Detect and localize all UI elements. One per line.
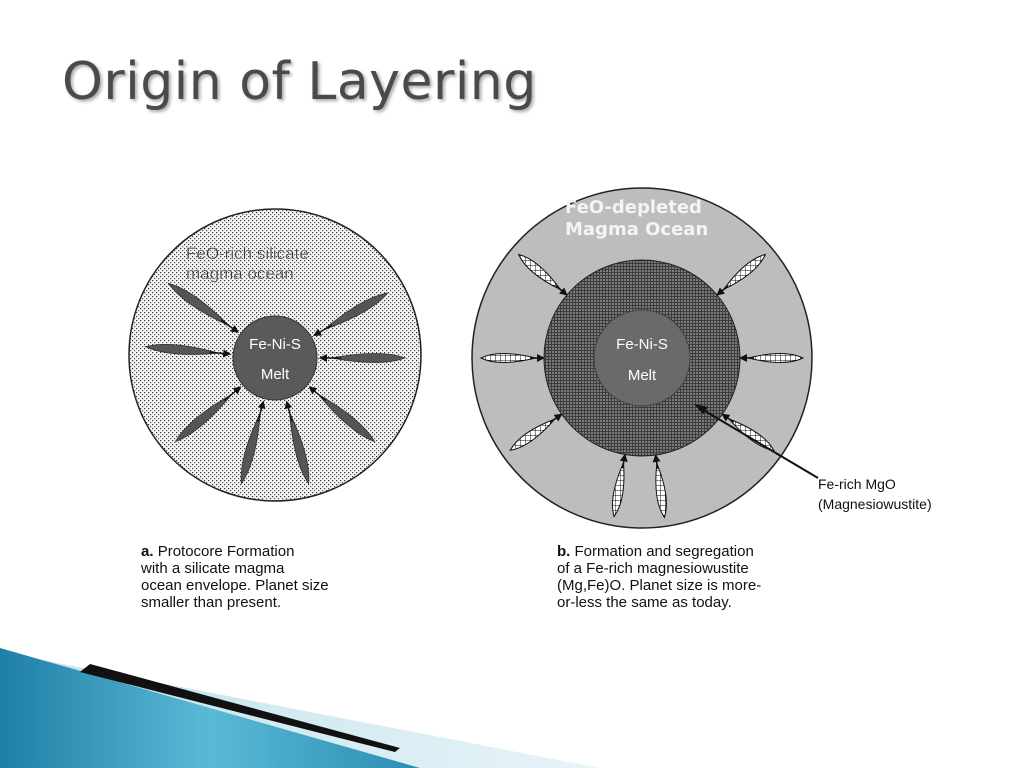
panel-b-arrow xyxy=(555,285,568,296)
panel-b-core-label-1: Fe-Ni-S xyxy=(616,336,668,353)
panel-b-caption-letter: b. xyxy=(557,543,571,560)
panel-b-planet: FeO-depleted Magma Ocean Fe-Ni-S Melt Fe… xyxy=(471,187,932,529)
panel-b-arrow xyxy=(549,413,563,423)
panel-b-arrow xyxy=(721,413,735,423)
panel-b-droplet xyxy=(655,463,667,519)
panel-b-arrows xyxy=(530,285,754,470)
panel-b-droplet xyxy=(517,253,561,291)
panel-a-caption-line-1: Protocore Formation xyxy=(157,543,295,560)
panel-b-core xyxy=(593,309,691,407)
panel-a-arrow xyxy=(257,400,266,422)
panel-a-arrow xyxy=(284,400,293,422)
panel-a-droplet xyxy=(144,343,219,355)
panel-a-core-label-1: Fe-Ni-S xyxy=(249,336,301,353)
panel-a-droplets xyxy=(144,282,407,485)
footer-blue-band xyxy=(0,648,420,768)
panel-a-droplet xyxy=(240,412,261,485)
panel-a-arrow xyxy=(209,349,232,358)
panel-a-arrows xyxy=(209,319,341,422)
panel-b-arrow xyxy=(619,453,628,469)
panel-a-arrow xyxy=(223,386,242,401)
panel-a-arrow xyxy=(313,324,333,336)
panel-a-planet: FeO-rich silicate magma ocean Fe-Ni-S Me… xyxy=(128,208,422,502)
panel-a-ocean-label-1: FeO-rich silicate xyxy=(186,244,309,263)
panel-a-caption-line-3: ocean envelope. Planet size xyxy=(141,577,329,594)
panel-a-caption-letter: a. xyxy=(141,543,154,560)
panel-b-callout-label-1: Fe-rich MgO xyxy=(818,476,896,492)
panel-b-ocean-label-2: Magma Ocean xyxy=(565,219,708,240)
panel-a-arrow xyxy=(308,386,327,401)
panel-b-droplet xyxy=(479,353,536,363)
panel-a-droplet xyxy=(317,393,376,443)
slide-title: Origin of Layering xyxy=(62,52,537,112)
panel-a-caption: a. Protocore Formation with a silicate m… xyxy=(141,543,329,611)
panel-a-ocean-label-2: magma ocean xyxy=(186,264,294,283)
panel-a-caption-line-2: with a silicate magma xyxy=(141,560,285,577)
panel-a-droplet xyxy=(174,393,233,443)
panel-b-droplet xyxy=(509,418,556,451)
panel-a-arrow xyxy=(220,319,239,333)
panel-a-droplet xyxy=(167,282,230,326)
panel-b-droplet xyxy=(611,462,625,518)
panel-a-core xyxy=(232,315,318,401)
panel-a-droplet xyxy=(323,292,389,331)
panel-b-core-label-2: Melt xyxy=(628,367,657,384)
footer-dark-stripe xyxy=(80,664,400,752)
panel-b-caption-line-2: of a Fe-rich magnesiowustite xyxy=(557,560,749,577)
panel-b-droplet xyxy=(723,253,767,291)
panel-b-caption-line-3: (Mg,Fe)O. Planet size is more- xyxy=(557,577,762,594)
panel-b-callout-line xyxy=(699,407,819,479)
panel-b-droplet xyxy=(748,353,805,363)
panel-b-droplets xyxy=(479,253,805,519)
panel-b-callout-label-2: (Magnesiowustite) xyxy=(818,496,932,512)
panel-b-caption-line-4: or-less the same as today. xyxy=(557,594,732,611)
panel-b-caption: b. Formation and segregation of a Fe-ric… xyxy=(557,543,761,611)
panel-b-arrow xyxy=(652,454,661,470)
panel-b-arrow xyxy=(716,285,729,296)
panel-a-droplet xyxy=(289,412,310,485)
panel-b-caption-line-1: Formation and segregation xyxy=(574,543,754,560)
panel-a-core-label-2: Melt xyxy=(261,366,290,383)
panel-a-caption-line-4: smaller than present. xyxy=(141,594,282,611)
panel-a-droplet xyxy=(331,353,407,363)
panel-b-ocean-label-1: FeO-depleted xyxy=(565,197,702,218)
panel-b-callout-arrowhead xyxy=(694,404,708,414)
